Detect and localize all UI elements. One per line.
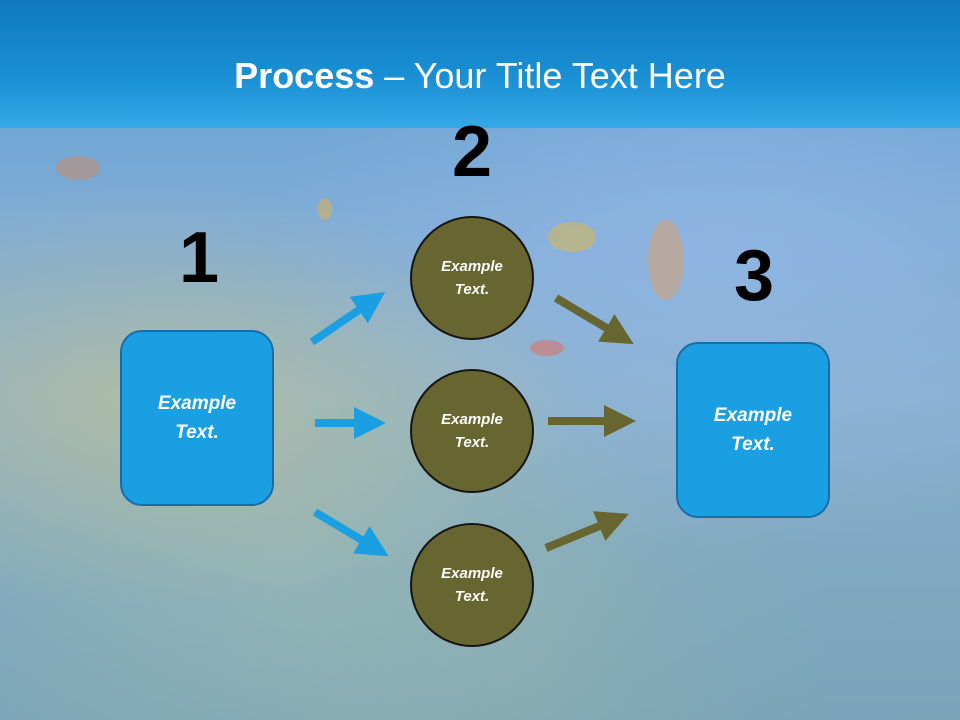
circle-text: Example Text. — [441, 565, 503, 605]
arrow-1-to-circle-bottom — [312, 508, 389, 557]
step-number-1: 1 — [178, 218, 220, 298]
fish-decoration — [56, 156, 100, 180]
step-3-box: Example Text. — [676, 342, 830, 518]
arrow-1-to-circle-top — [309, 291, 386, 346]
fish-decoration — [530, 340, 564, 356]
arrow-circle-bottom-to-3 — [544, 511, 629, 552]
fish-decoration — [548, 222, 596, 252]
title-bold: Process — [234, 55, 375, 96]
fish-decoration — [648, 220, 684, 300]
step-2-circle-bottom: Example Text. — [410, 523, 534, 647]
fish-decoration — [318, 198, 332, 220]
step-1-box: Example Text. — [120, 330, 274, 506]
step-3-text: Example Text. — [713, 405, 793, 455]
step-2-circle-middle: Example Text. — [410, 369, 534, 493]
title-bar — [0, 0, 960, 128]
slide-title: Process – Your Title Text Here — [0, 54, 960, 98]
circle-text: Example Text. — [441, 258, 503, 298]
step-2-circle-top: Example Text. — [410, 216, 534, 340]
arrow-circle-top-to-3 — [553, 294, 634, 345]
circle-text: Example Text. — [441, 411, 503, 451]
step-number-3: 3 — [733, 236, 775, 316]
title-rest: – Your Title Text Here — [374, 55, 726, 96]
step-1-text: Example Text. — [157, 393, 237, 443]
step-number-2: 2 — [451, 112, 493, 192]
